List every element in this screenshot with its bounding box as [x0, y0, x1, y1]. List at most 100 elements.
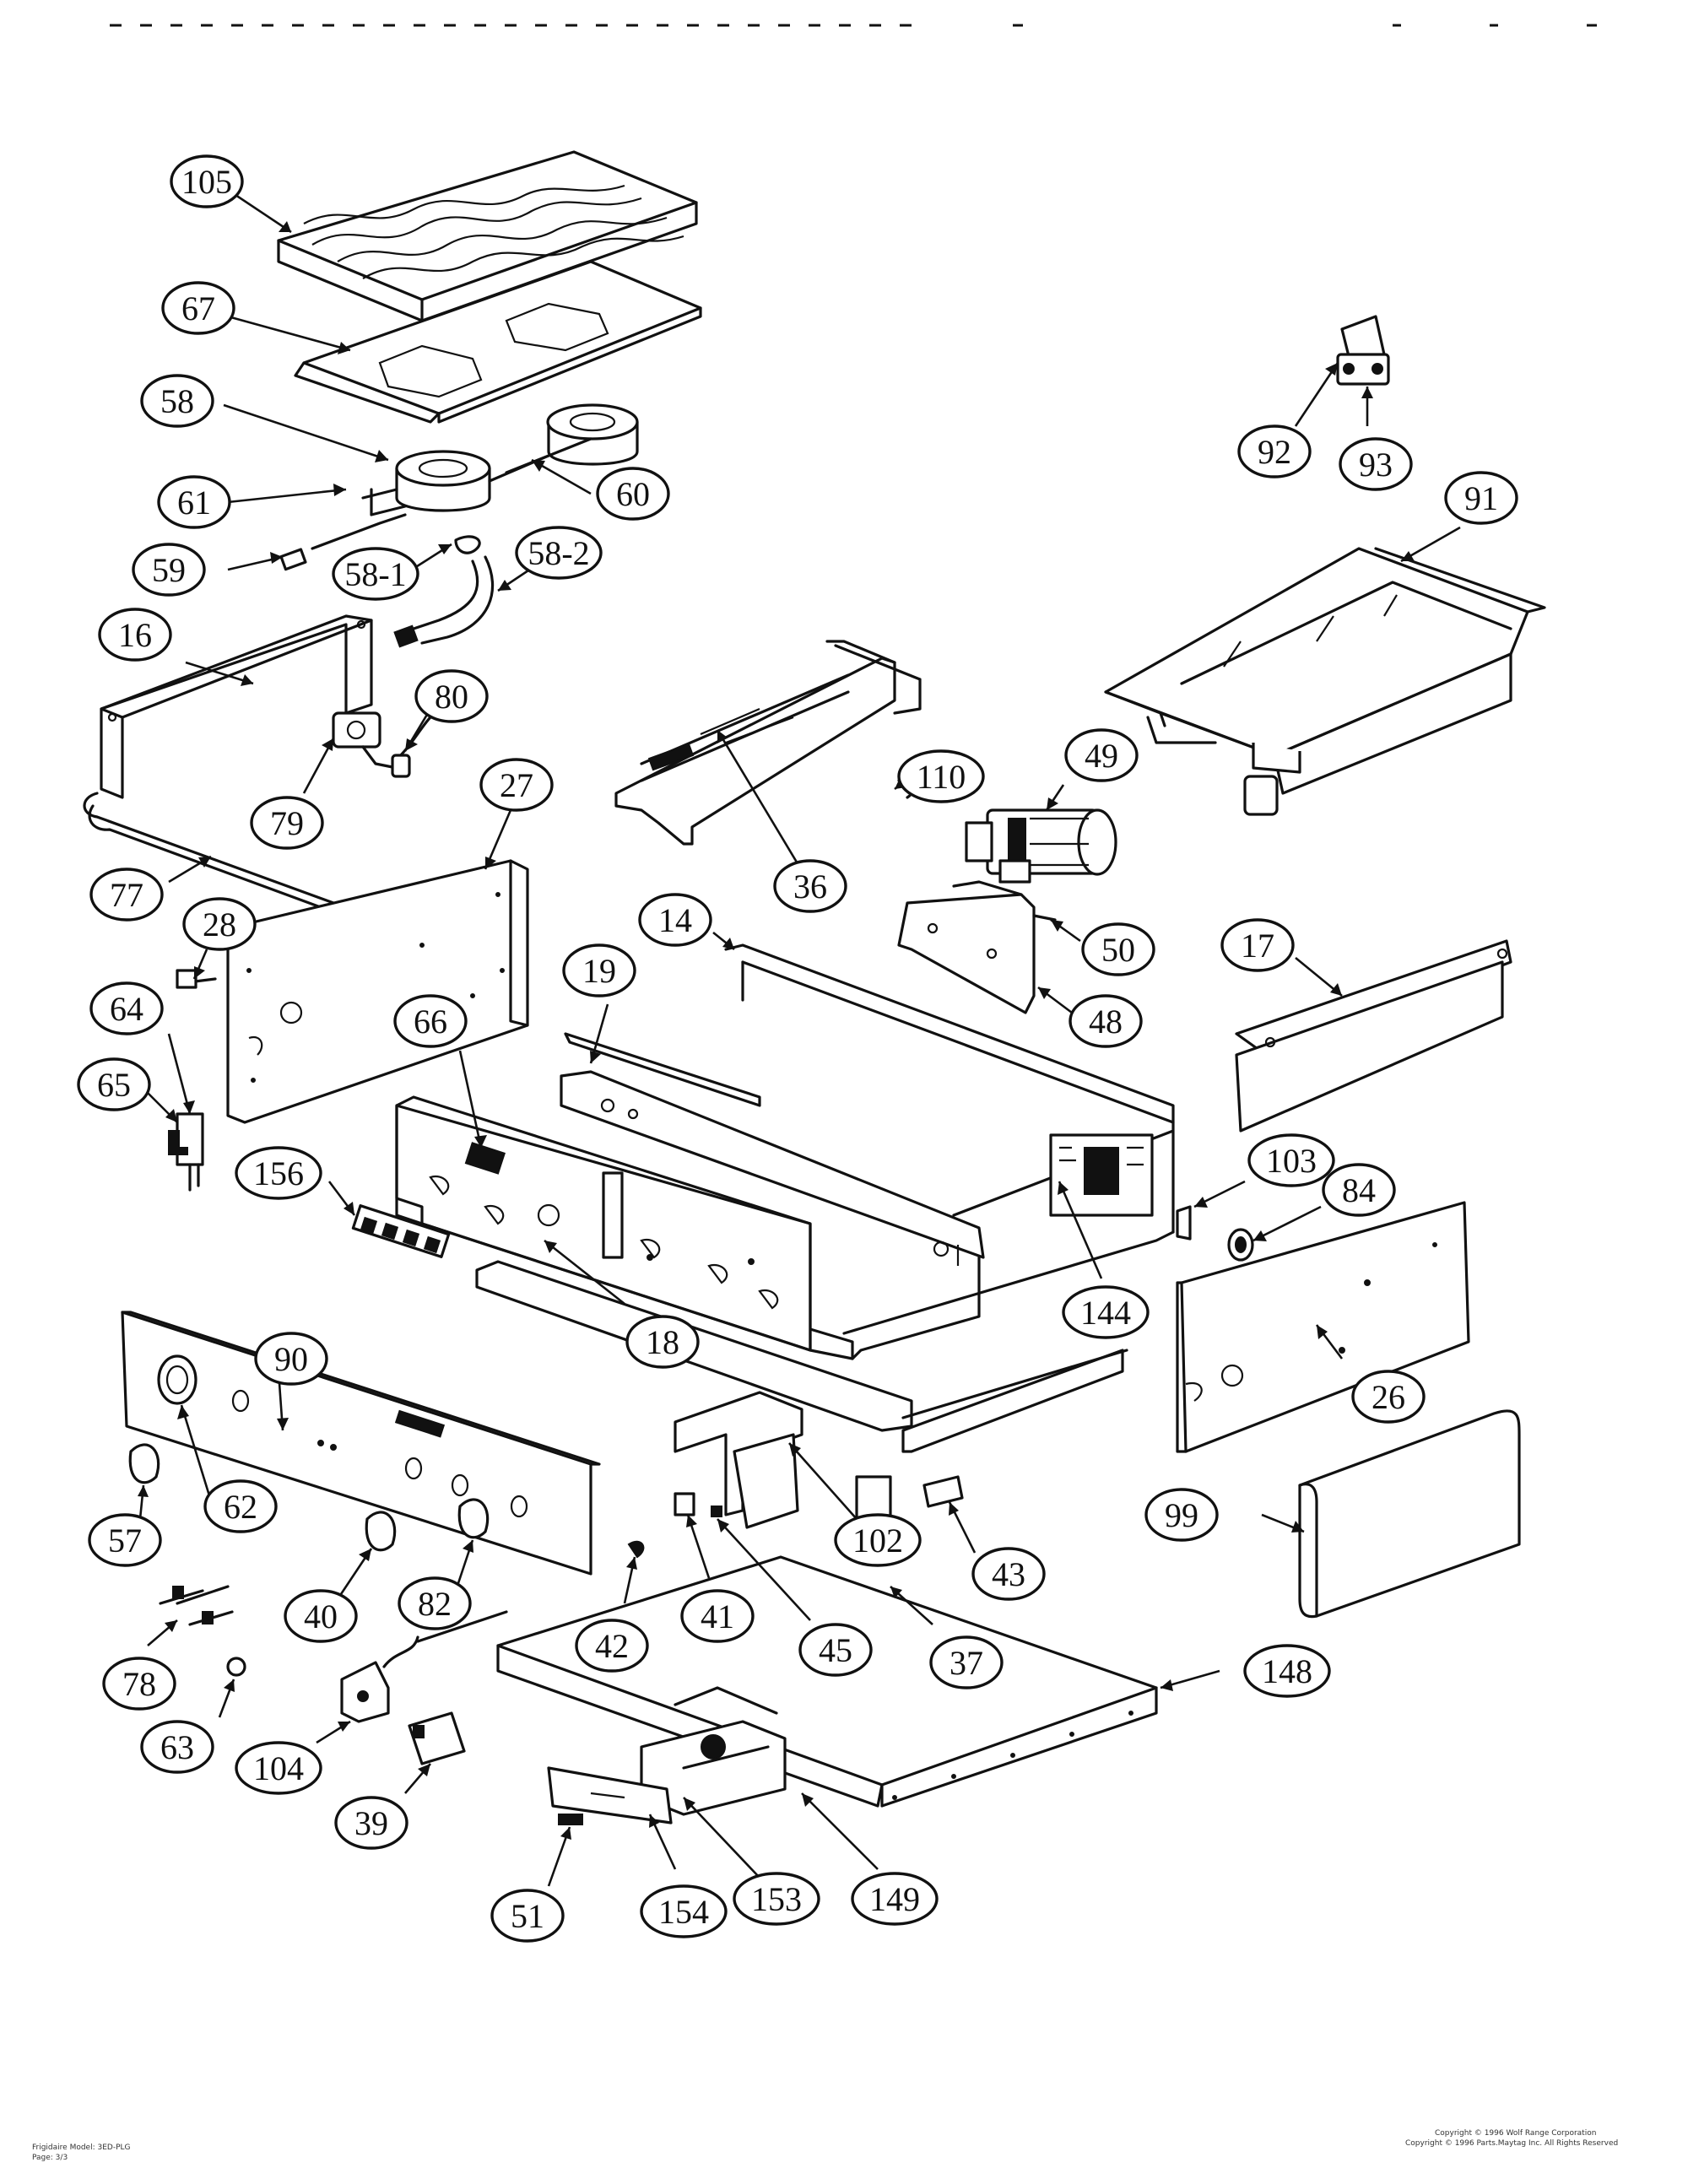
callout-82: 82	[398, 1576, 472, 1630]
callout-93: 93	[1339, 437, 1413, 491]
callout-label-16: 16	[118, 616, 152, 654]
callout-label-40: 40	[304, 1597, 338, 1635]
callout-label-26: 26	[1372, 1378, 1405, 1416]
callout-28: 28	[182, 897, 257, 951]
callout-16: 16	[98, 608, 172, 662]
callout-43: 43	[971, 1547, 1046, 1601]
callout-label-61: 61	[177, 484, 211, 522]
callout-149: 149	[851, 1872, 939, 1926]
callout-label-65: 65	[97, 1066, 131, 1104]
callout-label-27: 27	[500, 766, 533, 804]
callout-label-14: 14	[658, 901, 692, 939]
footer-right-line-2: Copyright © 1996 Parts.Maytag Inc. All R…	[1405, 2139, 1619, 2148]
callout-154: 154	[640, 1884, 728, 1938]
footer-right-line-1: Copyright © 1996 Wolf Range Corporation	[1435, 2129, 1597, 2138]
callout-label-42: 42	[595, 1627, 629, 1665]
callout-label-144: 144	[1080, 1294, 1131, 1332]
callout-58-1: 58-1	[332, 547, 419, 601]
callout-60: 60	[596, 467, 670, 521]
callout-label-148: 148	[1262, 1652, 1312, 1690]
callout-63: 63	[140, 1720, 214, 1774]
callout-79: 79	[250, 796, 324, 850]
callout-label-37: 37	[950, 1644, 983, 1682]
callout-110: 110	[897, 749, 985, 803]
part-small-fittings-right	[1176, 1205, 1254, 1262]
part-burner-pan	[294, 260, 702, 424]
callout-label-91: 91	[1464, 479, 1498, 517]
part-terminal-block	[351, 1204, 451, 1258]
callout-label-149: 149	[869, 1880, 920, 1918]
callout-label-50: 50	[1101, 931, 1135, 969]
callout-91: 91	[1444, 471, 1518, 525]
part-right-side-panel	[1176, 1201, 1470, 1453]
callout-14: 14	[638, 893, 712, 947]
callout-144: 144	[1062, 1285, 1150, 1339]
callout-label-66: 66	[414, 1003, 447, 1041]
callout-label-19: 19	[582, 952, 616, 990]
callout-label-156: 156	[253, 1154, 304, 1192]
part-blower-bracket	[897, 880, 1057, 1014]
callout-label-57: 57	[108, 1522, 142, 1560]
callout-label-102: 102	[852, 1522, 903, 1560]
callout-label-105: 105	[181, 163, 232, 201]
part-blower-motor	[965, 808, 1117, 884]
callout-label-84: 84	[1342, 1171, 1376, 1209]
callout-102: 102	[834, 1513, 922, 1567]
callout-label-17: 17	[1241, 927, 1274, 965]
callout-156: 156	[235, 1146, 322, 1200]
part-base-pan	[496, 1555, 1158, 1808]
callout-label-51: 51	[511, 1897, 544, 1935]
callout-36: 36	[773, 859, 847, 913]
callout-99: 99	[1144, 1488, 1219, 1542]
callout-label-60: 60	[616, 475, 650, 513]
callout-67: 67	[161, 281, 235, 335]
callout-61: 61	[157, 475, 231, 529]
callout-label-28: 28	[203, 905, 236, 943]
part-gas-fittings	[279, 535, 495, 648]
callout-19: 19	[562, 943, 636, 997]
part-side-cover	[1298, 1409, 1521, 1619]
callout-39: 39	[334, 1796, 408, 1850]
callout-label-45: 45	[819, 1631, 852, 1669]
leader-lines	[138, 188, 1461, 1887]
footer-left-line-2: Page: 3/3	[32, 2154, 68, 2162]
callout-label-103: 103	[1266, 1142, 1317, 1180]
callout-48: 48	[1069, 994, 1143, 1048]
callout-label-64: 64	[110, 990, 143, 1028]
callout-77: 77	[89, 868, 164, 922]
part-valve	[332, 711, 432, 778]
callout-58: 58	[140, 374, 214, 428]
callout-label-67: 67	[181, 289, 215, 327]
callout-label-153: 153	[751, 1880, 802, 1918]
callout-label-93: 93	[1359, 446, 1393, 484]
callout-label-49: 49	[1085, 737, 1118, 775]
part-manifold-bracket	[83, 614, 490, 969]
callout-57: 57	[88, 1513, 162, 1567]
part-switch-assembly	[1336, 315, 1390, 386]
callout-label-90: 90	[274, 1340, 308, 1378]
callout-label-62: 62	[224, 1488, 257, 1526]
callout-label-58: 58	[160, 382, 194, 420]
callout-18: 18	[625, 1315, 700, 1369]
callout-66: 66	[393, 994, 468, 1048]
part-griddle-pan	[1104, 547, 1546, 816]
callout-37: 37	[929, 1635, 1004, 1689]
callout-label-59: 59	[152, 551, 186, 589]
part-left-side-panel	[226, 859, 529, 1124]
part-electrical-components	[159, 1585, 508, 1765]
callout-label-63: 63	[160, 1728, 194, 1766]
callout-label-99: 99	[1165, 1496, 1198, 1534]
callout-label-92: 92	[1258, 433, 1291, 471]
callout-26: 26	[1351, 1370, 1426, 1424]
callout-62: 62	[203, 1479, 278, 1533]
callout-58-2: 58-2	[515, 526, 603, 580]
part-ignitor-bracket	[614, 640, 922, 846]
part-grate	[277, 150, 698, 322]
callout-label-58-1: 58-1	[344, 555, 406, 593]
callout-label-48: 48	[1089, 1003, 1123, 1041]
callout-label-36: 36	[793, 868, 827, 905]
callout-label-18: 18	[646, 1323, 679, 1361]
callout-50: 50	[1081, 922, 1155, 976]
callout-103: 103	[1247, 1133, 1335, 1187]
